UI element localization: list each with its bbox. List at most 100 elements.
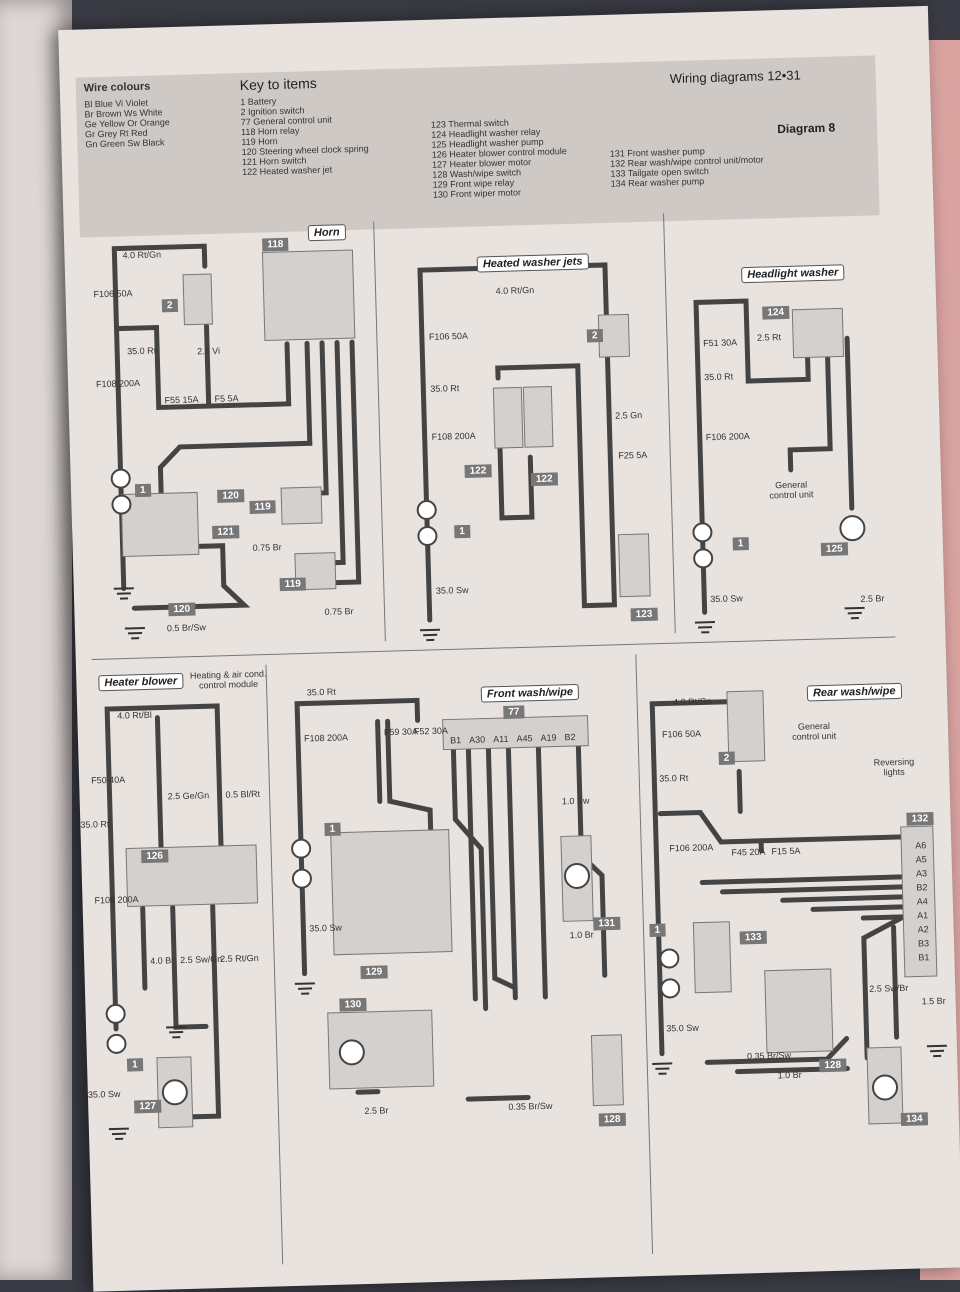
connector-pin: B2 [564,731,576,743]
wire-label: 35.0 Sw [87,1088,121,1100]
wire-label: 4.0 Rt/Gn [495,284,535,297]
wire-label: 2.5 Gn [615,409,643,421]
wire-label: 35.0 Rt [306,686,336,698]
connector-pin: A1 [917,910,929,921]
connector-pin: A45 [516,733,533,744]
connector-pin: A11 [493,733,509,745]
manual-page: Wiring diagrams 12•31 Diagram 8 Wire col… [58,5,960,1292]
wire-label: 35.0 Rt [80,819,110,830]
wire-label: 0.35 Br/Sw [508,1100,553,1112]
wire-label: 0.75 Br [324,606,354,617]
fuse-label: F51 30A [703,337,738,349]
component-130: 130 [339,997,367,1012]
wire-label: 4.0 Rt/Gn [673,696,712,708]
section-headlight-washer: Headlight washer [741,264,845,284]
component-1: 1 [732,537,749,551]
wire-label: 35.0 Rt [430,383,460,394]
fuse-label: F106 200A [705,430,750,443]
component-1: 1 [324,822,341,837]
component-120: 120 [217,489,245,503]
component-2: 2 [586,329,603,343]
note-reversing-lights: Reversing lights [873,756,915,778]
wire-label: 0.35 Br/Sw [746,1050,792,1062]
fuse-label: F108 200A [94,894,139,906]
fuse-label: F108 200A [431,430,476,442]
component-124: 124 [762,305,790,320]
wire-label: 35.0 Rt [127,345,157,357]
connector-pin: A19 [540,732,557,743]
component-2: 2 [718,751,735,765]
component-1: 1 [134,483,151,498]
fuse-label: F50 40A [90,774,126,786]
note-gcu-headlight: General control unit [769,479,814,501]
connector-pin: A6 [915,840,927,851]
wire-label: 4.0 Br [150,955,175,966]
component-127: 127 [134,1099,162,1114]
fuse-label: F55 15A [164,394,199,406]
connector-pin: B3 [917,938,930,949]
connector-pin: A30 [469,734,486,745]
wire-label: 1.5 Br [921,995,946,1007]
component-129: 129 [360,965,388,980]
component-2: 2 [161,298,178,313]
left-page-edge [0,0,72,1280]
component-133: 133 [739,930,767,945]
section-horn: Horn [307,224,346,242]
wire-label: 0.5 Bl/Rt [225,788,261,800]
note-gcu-rear: General control unit [792,720,837,742]
connector-pin: A5 [915,854,927,865]
wire-label: 35.0 Sw [309,922,343,934]
fuse-label: F15 5A [771,845,801,857]
component-1: 1 [649,923,666,937]
component-134: 134 [900,1112,928,1127]
wire-label: 2.5 Sw/Br [869,982,909,994]
component-77: 77 [503,705,525,719]
wire-label: 2.5 Rt/Gn [220,952,259,964]
component-121: 121 [212,525,240,540]
wire-label: 4.0 Rt/Gn [122,249,162,261]
fuse-label: F25 5A [618,449,648,461]
wire-label: 35.0 Sw [710,593,743,605]
section-front-wash-wipe: Front wash/wipe [480,683,580,703]
fuse-label: F5 5A [214,393,239,404]
wire-label: 35.0 Rt [703,371,734,383]
fuse-label: F108 200A [303,732,349,744]
fuse-label: F106 50A [661,728,702,740]
component-120: 120 [168,602,196,617]
section-heater-blower: Heater blower [98,672,184,692]
wire-label: 0.5 Br/Sw [166,622,207,634]
wire-label: 4.0 Rt/Bl [117,709,152,721]
component-122: 122 [530,472,558,487]
wire-label: 2.5 Vi [197,345,221,357]
component-1: 1 [126,1058,143,1072]
wire-label: 1.0 Br [569,929,594,941]
wire-label: 1.0 Br [777,1069,802,1081]
connector-pin: A3 [915,868,928,879]
wire-label: 35.0 Rt [659,772,689,784]
component-126: 126 [141,849,169,864]
section-rear-wash-wipe: Rear wash/wipe [806,682,902,702]
component-119: 119 [279,577,307,592]
note-hvac-module: Heating & air cond. control module [189,668,267,691]
fuse-label: F106 200A [669,842,714,854]
component-122: 122 [464,464,492,478]
connector-pin: B1 [918,952,930,963]
wire-label: 2.5 Sw/Gn [180,953,223,966]
wire-label: 2.5 Br [860,593,885,604]
connector-pin: B2 [916,882,928,893]
component-119: 119 [249,500,276,514]
wire-label: 1.0 Sw [561,795,590,807]
wire-label: 2.5 Rt [756,332,782,343]
component-131: 131 [593,916,621,931]
section-heated-washer-jets: Heated washer jets [476,253,589,273]
connector-pin: B1 [450,735,462,746]
wire-label: 2.5 Br [364,1105,389,1117]
component-123: 123 [630,607,658,622]
connector-pin: A4 [916,896,928,907]
fuse-label: F108 200A [95,377,141,390]
fuse-label: F45 20A [731,846,766,858]
component-118: 118 [262,237,289,252]
component-125: 125 [820,542,848,557]
fuse-label: F106 50A [93,288,133,300]
component-132: 132 [906,812,934,826]
